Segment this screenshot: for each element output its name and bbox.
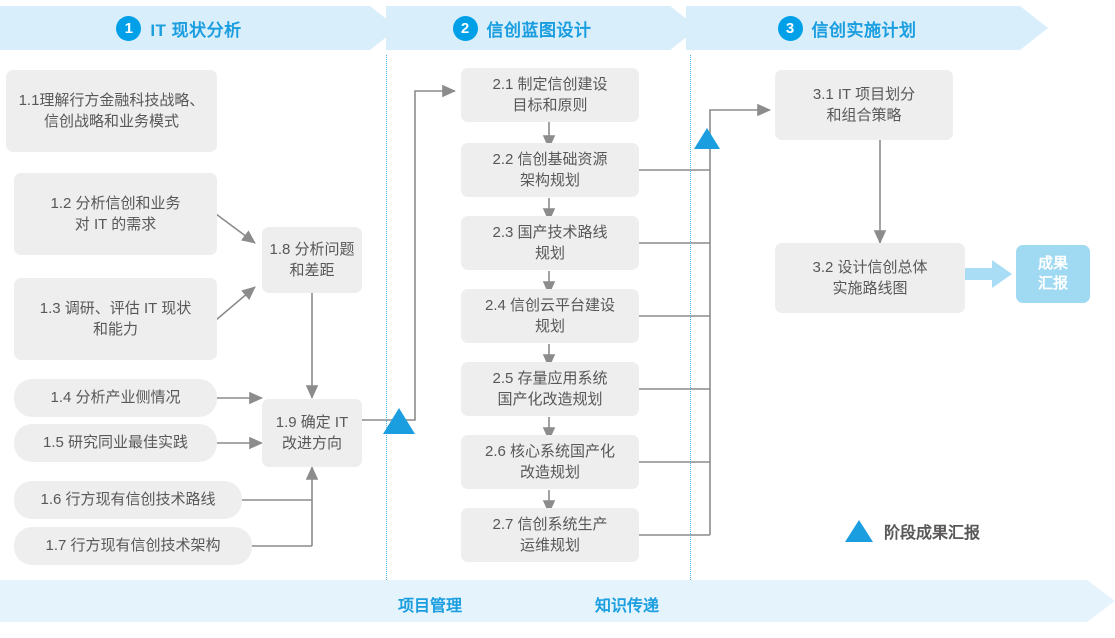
legend-label: 阶段成果汇报 bbox=[884, 525, 981, 542]
process-box-2-1[interactable]: 2.1 制定信创建设 目标和原则 bbox=[461, 68, 639, 122]
phase-band-3-chevron bbox=[1020, 6, 1048, 50]
milestone-triangle-phase2 bbox=[694, 128, 720, 149]
process-box-1-5[interactable]: 1.5 研究同业最佳实践 bbox=[14, 424, 217, 462]
process-box-3-1-label: 3.1 IT 项目划分 和组合策略 bbox=[812, 85, 916, 124]
process-box-2-3-label: 2.3 国产技术路线 规划 bbox=[492, 223, 608, 262]
process-box-2-1-label: 2.1 制定信创建设 目标和原则 bbox=[492, 75, 608, 114]
milestone-triangle-phase1 bbox=[383, 408, 415, 434]
result-badge-label: 成果 汇报 bbox=[1037, 254, 1068, 292]
process-box-2-3[interactable]: 2.3 国产技术路线 规划 bbox=[461, 216, 639, 270]
process-box-1-6[interactable]: 1.6 行方现有信创技术路线 bbox=[14, 481, 242, 519]
footer-band bbox=[0, 580, 1087, 622]
process-box-1-9[interactable]: 1.9 确定 IT 改进方向 bbox=[262, 399, 362, 467]
process-box-2-6[interactable]: 2.6 核心系统国产化 改造规划 bbox=[461, 435, 639, 489]
process-box-2-4[interactable]: 2.4 信创云平台建设 规划 bbox=[461, 289, 639, 343]
process-box-3-2-label: 3.2 设计信创总体 实施路线图 bbox=[812, 258, 928, 297]
process-box-2-5[interactable]: 2.5 存量应用系统 国产化改造规划 bbox=[461, 362, 639, 416]
phase-divider-2 bbox=[690, 55, 691, 580]
process-box-2-4-label: 2.4 信创云平台建设 规划 bbox=[484, 296, 616, 335]
phase-number-2: 2 bbox=[452, 15, 478, 41]
phase-number-1: 1 bbox=[116, 15, 142, 41]
process-box-2-2[interactable]: 2.2 信创基础资源 架构规划 bbox=[461, 143, 639, 197]
process-box-1-2[interactable]: 1.2 分析信创和业务 对 IT 的需求 bbox=[14, 173, 217, 255]
process-box-1-2-label: 1.2 分析信创和业务 对 IT 的需求 bbox=[50, 194, 181, 233]
process-box-2-7-label: 2.7 信创系统生产 运维规划 bbox=[492, 515, 608, 554]
process-box-1-4-label: 1.4 分析产业侧情况 bbox=[50, 389, 181, 407]
phase-band-1: 1 IT 现状分析 bbox=[0, 6, 370, 50]
phase-number-3: 3 bbox=[777, 15, 803, 41]
phase-label-2: 信创蓝图设计 bbox=[486, 20, 592, 40]
process-box-3-2[interactable]: 3.2 设计信创总体 实施路线图 bbox=[775, 243, 965, 313]
footer-item-project-management: 项目管理 bbox=[398, 598, 463, 615]
process-box-1-1[interactable]: 1.1理解行方金融科技战略、 信创战略和业务模式 bbox=[6, 70, 217, 152]
process-box-2-5-label: 2.5 存量应用系统 国产化改造规划 bbox=[492, 369, 608, 408]
process-box-2-7[interactable]: 2.7 信创系统生产 运维规划 bbox=[461, 508, 639, 562]
process-box-2-6-label: 2.6 核心系统国产化 改造规划 bbox=[484, 442, 616, 481]
process-box-1-6-label: 1.6 行方现有信创技术路线 bbox=[40, 491, 216, 509]
process-box-1-8-label: 1.8 分析问题 和差距 bbox=[269, 240, 355, 279]
process-box-1-7-label: 1.7 行方现有信创技术架构 bbox=[45, 537, 221, 555]
footer-band-chevron bbox=[1087, 580, 1115, 622]
phase-label-1: IT 现状分析 bbox=[150, 20, 242, 40]
process-box-1-5-label: 1.5 研究同业最佳实践 bbox=[42, 434, 189, 452]
result-badge[interactable]: 成果 汇报 bbox=[1016, 245, 1090, 303]
process-box-1-3-label: 1.3 调研、评估 IT 现状 和能力 bbox=[39, 299, 192, 338]
process-box-2-2-label: 2.2 信创基础资源 架构规划 bbox=[492, 150, 608, 189]
process-box-1-9-label: 1.9 确定 IT 改进方向 bbox=[275, 413, 349, 452]
process-box-1-7[interactable]: 1.7 行方现有信创技术架构 bbox=[14, 527, 252, 565]
phase-band-3: 3 信创实施计划 bbox=[686, 6, 1020, 50]
result-arrow bbox=[965, 260, 1012, 288]
process-box-1-8[interactable]: 1.8 分析问题 和差距 bbox=[262, 227, 362, 293]
process-box-1-1-label: 1.1理解行方金融科技战略、 信创战略和业务模式 bbox=[18, 91, 205, 130]
process-box-1-3[interactable]: 1.3 调研、评估 IT 现状 和能力 bbox=[14, 278, 217, 360]
phase-label-3: 信创实施计划 bbox=[811, 20, 917, 40]
footer-item-knowledge-transfer: 知识传递 bbox=[595, 598, 660, 615]
milestone-triangle-icon bbox=[845, 520, 873, 542]
process-box-3-1[interactable]: 3.1 IT 项目划分 和组合策略 bbox=[775, 70, 953, 140]
phase-divider-1 bbox=[386, 55, 387, 580]
legend: 阶段成果汇报 bbox=[845, 519, 980, 543]
phase-band-2: 2 信创蓝图设计 bbox=[386, 6, 670, 50]
process-box-1-4[interactable]: 1.4 分析产业侧情况 bbox=[14, 379, 217, 417]
